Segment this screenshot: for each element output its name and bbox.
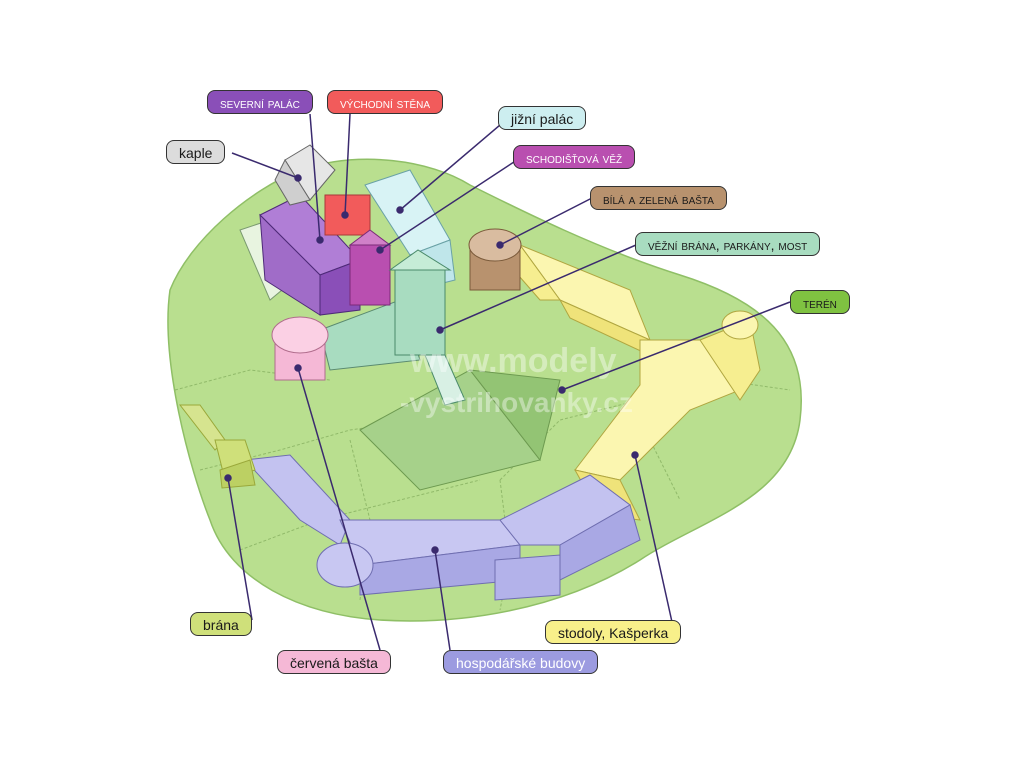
label-vezni-brana: věžní brána, parkány, most <box>635 232 821 256</box>
hospodarske-budovy-building <box>243 454 641 601</box>
label-bila-zelena-basta: bílá a zelená bašta <box>590 186 727 210</box>
watermark-line-1: www.modely <box>409 342 617 380</box>
label-schodistova-vez: schodišťová věž <box>513 145 636 169</box>
label-stodoly: stodoly, Kašperka <box>545 620 682 644</box>
brana-building <box>178 404 256 489</box>
label-severni-palac: severní palác <box>207 90 313 114</box>
kaple-building <box>274 144 336 206</box>
label-hospodarske-budovy: hospodářské budovy <box>443 650 599 674</box>
vezni-brana-building <box>388 249 466 406</box>
label-teren: terén <box>790 290 850 314</box>
severni-palac-building <box>259 194 361 316</box>
label-cervena-basta: červená bašta <box>277 650 391 674</box>
label-vychodni-stena: východní stěna <box>327 90 444 114</box>
moat-ramp-inner <box>468 369 561 462</box>
stodoly-building <box>504 243 761 521</box>
label-kaple: kaple <box>166 140 226 164</box>
watermark-line-2: -vystrihovanky.cz <box>400 387 633 418</box>
leader-lines <box>224 113 791 651</box>
label-brana: brána <box>190 612 252 636</box>
schodistova-vez-building <box>348 229 392 306</box>
bila-zelena-basta-building <box>468 228 522 291</box>
label-jizni-palac: jižní palác <box>498 106 587 130</box>
